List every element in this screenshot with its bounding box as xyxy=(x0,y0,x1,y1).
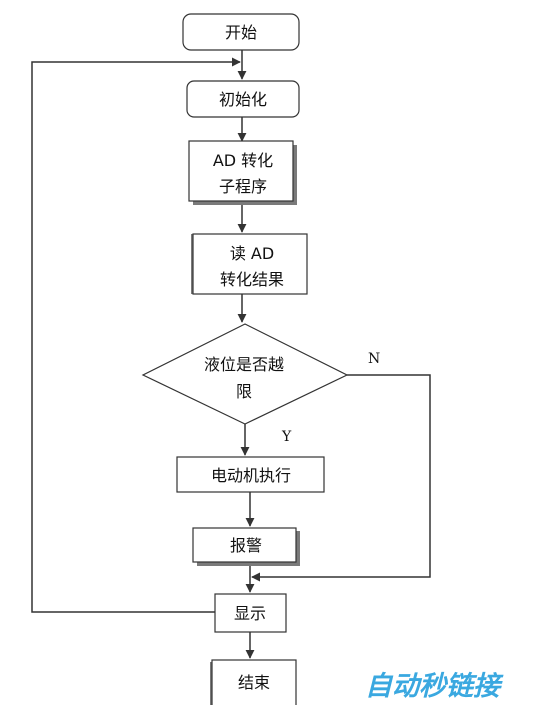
node-display-label: 显示 xyxy=(234,604,266,623)
node-read-ad-line1: 读 AD xyxy=(230,244,274,263)
node-decision-line1: 液位是否越 xyxy=(204,355,284,374)
node-ad-subroutine-line1: AD 转化 xyxy=(213,151,273,170)
node-start-label: 开始 xyxy=(225,23,257,42)
node-read-ad-line2: 转化结果 xyxy=(220,270,284,289)
label-yes: Y xyxy=(281,429,292,445)
node-end: 结束 xyxy=(210,659,297,705)
node-ad-subroutine-line2: 子程序 xyxy=(219,177,267,196)
node-read-ad: 读 AD 转化结果 xyxy=(191,233,308,295)
connector-decision-no-branch xyxy=(251,374,431,582)
node-init-label: 初始化 xyxy=(219,90,267,109)
node-display: 显示 xyxy=(214,593,287,633)
node-alarm-label: 报警 xyxy=(230,536,262,555)
node-motor: 电动机执行 xyxy=(176,456,325,493)
node-decision: 液位是否越 限 xyxy=(141,323,349,425)
node-init: 初始化 xyxy=(186,80,300,118)
node-end-label: 结束 xyxy=(238,673,270,692)
node-start: 开始 xyxy=(182,13,300,51)
node-motor-label: 电动机执行 xyxy=(211,466,291,485)
node-ad-subroutine: AD 转化 子程序 xyxy=(188,140,297,205)
connector-loop-back xyxy=(31,57,241,613)
watermark-logo: 自动秒链接 xyxy=(365,671,504,702)
label-no: N xyxy=(368,351,380,367)
node-decision-line2: 限 xyxy=(236,382,252,401)
node-alarm: 报警 xyxy=(192,527,300,566)
